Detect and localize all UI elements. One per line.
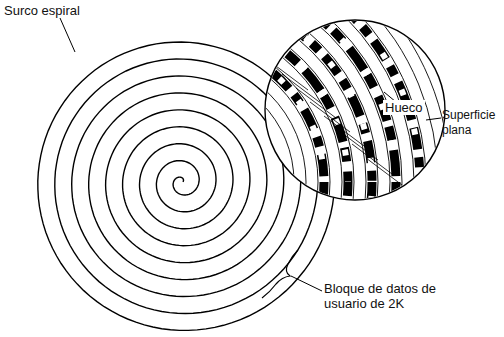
hatch-line [338,130,378,160]
leader-line [426,118,441,120]
hatch-line [268,60,308,90]
track-stroke [10,10,354,337]
hatch-line [296,88,336,118]
track-stroke [0,0,378,337]
track-stroke [0,0,372,337]
track-stroke [40,40,324,324]
track-stroke [70,70,294,294]
hatch-line [310,102,350,132]
track-stroke [16,16,348,337]
label-text: Superficie plana [442,108,502,138]
track-stroke [0,0,366,337]
leader-line [291,276,322,291]
label-text: Hueco [383,100,425,115]
hatch-line [352,144,392,174]
hatch-line [282,74,322,104]
label-text: Bloque de datos de usuario de 2K [324,281,449,311]
track-stroke [16,16,348,337]
leader-line [60,18,75,52]
bracket [262,250,298,298]
track-stroke [58,58,306,306]
track-stroke [34,34,330,330]
label-text: Surco espiral [4,3,80,18]
track-stroke [0,0,450,337]
hatch-line [324,116,364,146]
track-stroke [0,0,372,337]
hatch-line [366,158,406,188]
track-stroke [46,46,318,318]
track-stroke [22,22,342,337]
magnified-tracks [0,0,450,337]
track-stroke [40,40,324,324]
